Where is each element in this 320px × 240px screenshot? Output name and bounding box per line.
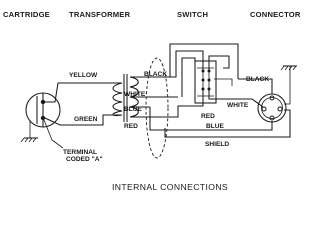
switch-red-wire bbox=[163, 89, 204, 118]
switch-white-wire bbox=[181, 57, 196, 97]
white-wire bbox=[208, 89, 264, 108]
label-black-connector: BLACK bbox=[246, 76, 269, 83]
black-wire-connector bbox=[238, 78, 273, 94]
cartridge-terminal-a bbox=[40, 115, 46, 121]
cartridge-ground-icon bbox=[20, 137, 38, 143]
yellow-wire bbox=[43, 82, 122, 103]
header-connector: CONNECTOR bbox=[250, 10, 301, 19]
cartridge bbox=[20, 82, 122, 149]
header-cartridge: CARTRIDGE bbox=[3, 10, 50, 19]
switch-jumper bbox=[214, 78, 233, 86]
terminal-label-line1: TERMINAL bbox=[63, 149, 97, 156]
switch-body bbox=[194, 60, 217, 104]
switch bbox=[194, 60, 217, 104]
connector-inner-ring bbox=[261, 97, 283, 119]
label-green: GREEN bbox=[74, 116, 98, 123]
header-switch: SWITCH bbox=[177, 10, 208, 19]
label-yellow: YELLOW bbox=[69, 72, 98, 79]
terminal-label-line2: CODED "A" bbox=[66, 156, 103, 163]
switch-black-wire bbox=[170, 50, 204, 78]
switch-right-loop bbox=[208, 55, 230, 71]
terminal-pointer bbox=[43, 119, 64, 149]
connector-ground-icon bbox=[280, 65, 297, 71]
connector-ground-lead bbox=[284, 66, 291, 105]
connector bbox=[257, 93, 287, 123]
connector-pin-left bbox=[261, 106, 267, 112]
blue-wire bbox=[149, 107, 273, 131]
wiring-diagram: CARTRIDGE TRANSFORMER SWITCH CONNECTOR Y… bbox=[3, 10, 301, 192]
cartridge-ground-lead bbox=[27, 120, 31, 139]
label-black-transformer: BLACK bbox=[144, 71, 167, 78]
connector-pin-top bbox=[269, 95, 275, 101]
connector-pin-bottom bbox=[269, 115, 275, 121]
green-wire bbox=[44, 114, 122, 126]
shield-wire bbox=[164, 109, 291, 138]
label-shield: SHIELD bbox=[205, 141, 229, 148]
transformer-primary-coil bbox=[112, 82, 123, 117]
shield-ellipse bbox=[145, 57, 169, 159]
label-blue-bottom: BLUE bbox=[206, 123, 225, 130]
label-red-switch: RED bbox=[201, 113, 215, 120]
label-white-transformer: WHITE bbox=[124, 91, 146, 98]
connector-body bbox=[257, 93, 287, 123]
diagram-caption: INTERNAL CONNECTIONS bbox=[112, 182, 228, 192]
header-transformer: TRANSFORMER bbox=[69, 10, 131, 19]
label-red-transformer: RED bbox=[124, 123, 138, 130]
label-white-connector: WHITE bbox=[227, 102, 249, 109]
switch-outer-loop bbox=[169, 43, 239, 79]
connector-pin-right bbox=[277, 106, 283, 112]
label-blue-transformer: BLUE bbox=[124, 106, 143, 113]
